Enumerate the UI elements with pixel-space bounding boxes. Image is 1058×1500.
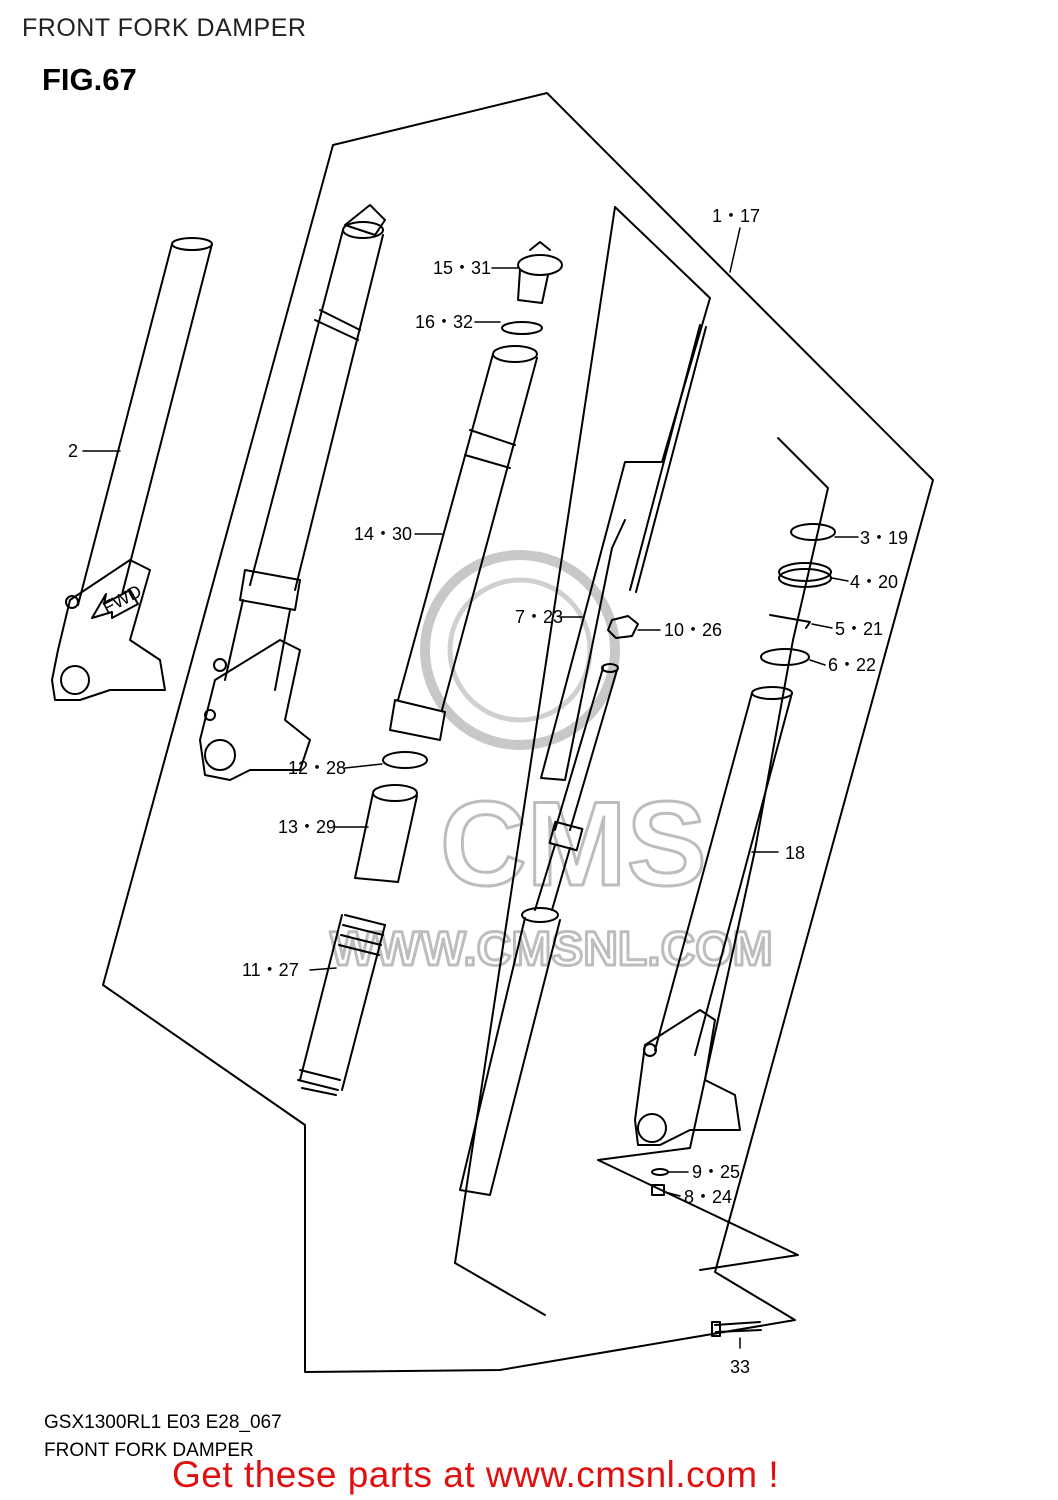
callout-13-29: 13・29 (278, 817, 336, 837)
page-title: FRONT FORK DAMPER (22, 14, 307, 42)
callout-8-24: 8・24 (684, 1187, 732, 1207)
damper-rod (629, 324, 707, 593)
frame-edge (454, 206, 616, 1316)
fork-outer-right (634, 686, 793, 1146)
callout-18: 18 (785, 843, 805, 863)
sleeve-13 (354, 784, 418, 883)
figure-label: FIG.67 (42, 62, 137, 97)
watermark: CMS WWW.CMSNL.COM (329, 550, 774, 978)
callout-16-32: 16・32 (415, 312, 473, 332)
dust-seal-3 (790, 523, 836, 541)
washer-6 (760, 648, 810, 666)
assembly-frame-parts (597, 437, 829, 1271)
washer-12 (382, 751, 428, 769)
callout-6-22: 6・22 (828, 655, 876, 675)
cap-bolt (517, 241, 563, 304)
callout-1-17: 1・17 (712, 206, 760, 226)
stopper-ring-5 (769, 614, 811, 629)
callout-7-23: 7・23 (515, 607, 563, 627)
callout-9-25: 9・25 (692, 1162, 740, 1182)
footer-model-code: GSX1300RL1 E03 E28_067 (44, 1412, 282, 1433)
callout-2: 2 (68, 441, 78, 461)
leader-lines (82, 227, 859, 1349)
footer-title: FRONT FORK DAMPER (44, 1440, 254, 1461)
o-ring-16 (501, 321, 543, 335)
watermark-url: WWW.CMSNL.COM (330, 923, 773, 976)
fork-outer-left (51, 237, 213, 701)
fork-assembly-left-2 (199, 204, 386, 781)
forward-arrow-icon (91, 589, 139, 619)
promo-link-text[interactable]: Get these parts at www.cmsnl.com ! (172, 1454, 780, 1495)
gasket-9 (651, 1168, 669, 1176)
axle-bolt-33 (711, 1321, 762, 1337)
damper-tube (389, 345, 538, 741)
bolt-8 (651, 1184, 665, 1196)
callout-3-19: 3・19 (860, 528, 908, 548)
spring-11 (297, 914, 386, 1096)
oil-seal-4 (778, 562, 832, 588)
assembly-frame-outer (102, 92, 934, 1373)
callout-11-27: 11・27 (242, 960, 299, 980)
callout-labels: 1・17 2 3・19 4・20 5・21 6・22 7・23 8・24 9・2… (68, 206, 908, 1377)
callout-10-26: 10・26 (664, 620, 722, 640)
damper-cartridge (459, 663, 619, 1196)
callout-33: 33 (730, 1357, 750, 1377)
watermark-brand: CMS (440, 777, 707, 911)
callout-5-21: 5・21 (835, 619, 883, 639)
callout-12-28: 12・28 (288, 758, 346, 778)
assembly-frame-inner (540, 206, 711, 781)
callout-15-31: 15・31 (433, 258, 491, 278)
callout-4-20: 4・20 (850, 572, 898, 592)
callout-14-30: 14・30 (354, 524, 412, 544)
nut-10 (607, 615, 639, 639)
